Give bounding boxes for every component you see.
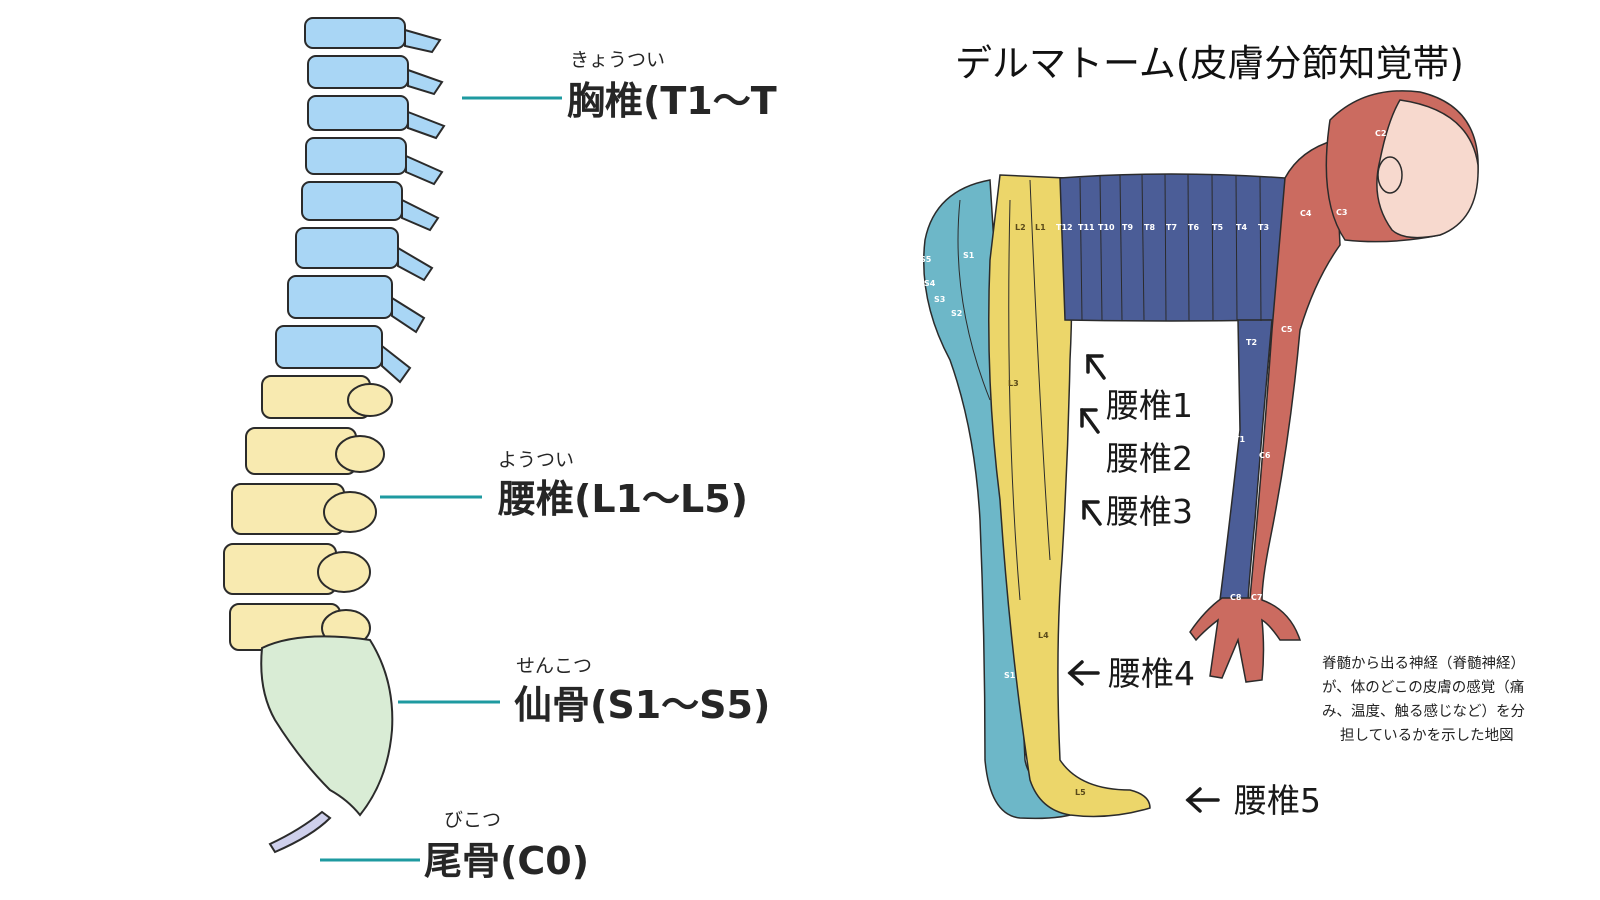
dermatome-note: 脊髄から出る神経（脊髄神経） が、体のどこの皮膚の感覚（痛 み、温度、触る感じな… (1322, 655, 1525, 744)
seg-leg-L5: L5 (1075, 788, 1086, 797)
lumbar-arrows (1067, 354, 1220, 813)
lumbar-label-3: 腰椎3 (1106, 492, 1193, 531)
seg-arm-C7: C7 (1251, 593, 1262, 602)
seg-trunk-T9: T9 (1122, 223, 1133, 232)
seg-buttock-S3: S3 (934, 295, 945, 304)
seg-arm-C5: C5 (1281, 325, 1293, 334)
seg-trunk-T7: T7 (1166, 223, 1177, 232)
seg-trunk-T6: T6 (1188, 223, 1199, 232)
arrow-lumbar-5 (1185, 787, 1220, 813)
seg-trunk-L2: L2 (1015, 223, 1026, 232)
seg-trunk-T4: T4 (1236, 223, 1247, 232)
sacrum-label: 仙骨(S1〜S5) (514, 683, 770, 727)
lumbar-label: 腰椎(L1〜L5) (498, 477, 748, 521)
lumbar-label-2: 腰椎2 (1106, 439, 1193, 478)
dermatome-figure (923, 90, 1479, 820)
seg-leg-L3: L3 (1008, 379, 1019, 388)
thoracic-zone-trunk (1059, 173, 1286, 322)
coccyx-label: 尾骨(C0) (424, 839, 589, 883)
seg-trunk-T12: T12 (1056, 223, 1073, 232)
seg-trunk-T8: T8 (1144, 223, 1155, 232)
thoracic-label: 胸椎(T1〜T (567, 79, 777, 123)
thoracic-zone-arm (1219, 319, 1273, 601)
thoracic-vertebrae (275, 17, 446, 384)
coccyx-reading: びこつ (444, 809, 501, 831)
trunk-band-lines (957, 173, 1262, 601)
seg-arm-C8: C8 (1230, 593, 1242, 602)
note-line-1: 脊髄から出る神経（脊髄神経） (1322, 655, 1525, 672)
face-skin (1376, 99, 1479, 239)
sacrum-bone (260, 635, 394, 817)
coccyx-bone (268, 810, 332, 854)
lumbar-reading: ようつい (498, 449, 574, 471)
lumbar-label-5: 腰椎5 (1234, 781, 1321, 820)
lumbar-label-1: 腰椎1 (1106, 386, 1193, 425)
seg-head-C3: C3 (1336, 208, 1347, 217)
seg-trunk-T5: T5 (1212, 223, 1223, 232)
seg-trunk-L1: L1 (1035, 223, 1046, 232)
lumbar-vertebrae (223, 375, 393, 651)
leader-lines (320, 96, 562, 862)
seg-arm-C6: C6 (1259, 451, 1271, 460)
seg-arm-T1: T1 (1234, 435, 1245, 444)
seg-buttock-S1: S1 (963, 251, 975, 260)
dermatome-title: デルマトーム(皮膚分節知覚帯) (955, 42, 1464, 85)
arrow-lumbar-3 (1082, 500, 1102, 526)
seg-leg-L4: L4 (1038, 631, 1049, 640)
seg-trunk-T11: T11 (1078, 223, 1095, 232)
note-line-3: み、温度、触る感じなど）を分 (1322, 703, 1525, 720)
lumbar-label-4: 腰椎4 (1108, 654, 1195, 693)
cervical-zone-arm (1189, 139, 1341, 683)
ear (1377, 156, 1403, 194)
seg-buttock-S2: S2 (951, 309, 962, 318)
seg-head-C4: C4 (1300, 209, 1312, 218)
thoracic-reading: きょうつい (570, 49, 665, 71)
lumbar-zone-leg (988, 174, 1151, 818)
arrow-lumbar-1 (1086, 354, 1106, 380)
seg-buttock-S5: S5 (920, 255, 932, 264)
segment-labels: L2 L1 T12 T11 T10 T9 T8 T7 T6 T5 T4 T3 S… (920, 129, 1386, 797)
note-line-2: が、体のどこの皮膚の感覚（痛 (1322, 679, 1524, 696)
seg-head-C2: C2 (1375, 129, 1386, 138)
arrow-lumbar-2 (1080, 408, 1100, 434)
arrow-lumbar-4 (1067, 660, 1100, 686)
seg-arm-T2: T2 (1246, 338, 1257, 347)
note-line-4: 担しているかを示した地図 (1340, 727, 1514, 744)
seg-buttock-S4: S4 (924, 279, 936, 288)
spine-illustration (223, 17, 446, 854)
seg-trunk-T3: T3 (1258, 223, 1269, 232)
seg-trunk-T10: T10 (1098, 223, 1115, 232)
sacrum-reading: せんこつ (516, 655, 592, 677)
seg-leg-S1: S1 (1004, 671, 1016, 680)
